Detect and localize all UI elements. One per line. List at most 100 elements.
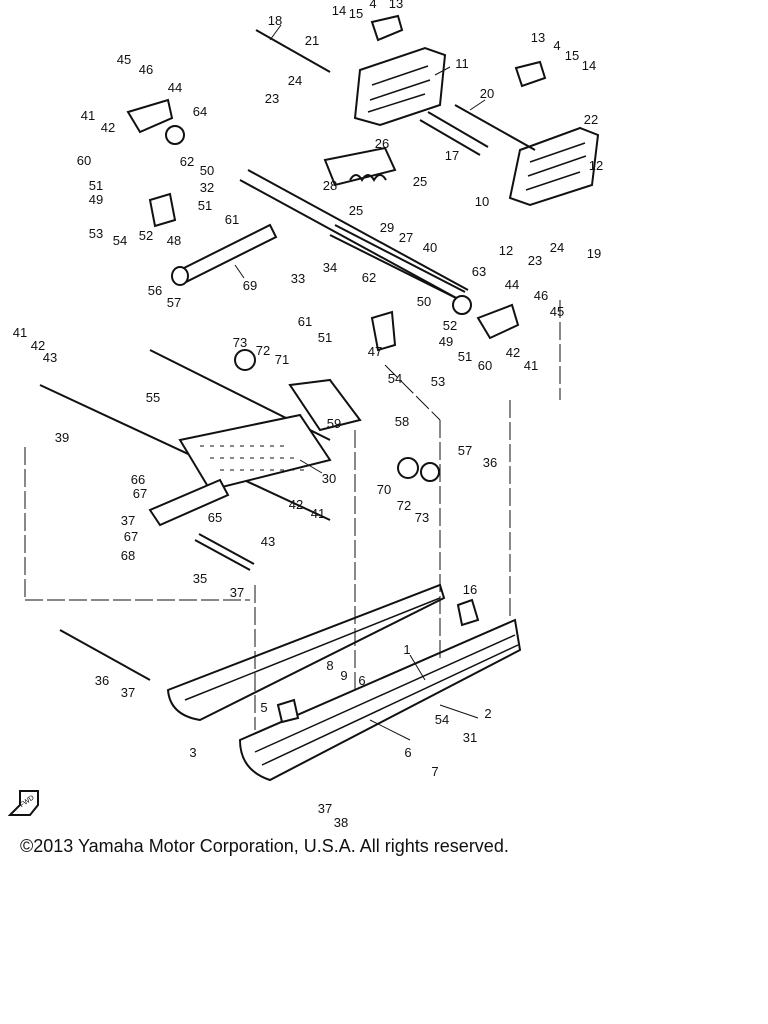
callout-45: 45 xyxy=(550,304,564,319)
callout-20: 20 xyxy=(480,86,494,101)
rear-arm-30 xyxy=(178,413,332,492)
callout-45: 45 xyxy=(117,52,131,67)
roller-73 xyxy=(234,349,256,371)
callout-10: 10 xyxy=(475,194,489,209)
parts-drawing xyxy=(24,14,600,782)
callout-30: 30 xyxy=(322,471,336,486)
callout-24: 24 xyxy=(550,240,564,255)
callout-41: 41 xyxy=(13,325,27,340)
callout-68: 68 xyxy=(121,548,135,563)
callout-71: 71 xyxy=(275,352,289,367)
callout-51: 51 xyxy=(458,349,472,364)
callout-16: 16 xyxy=(463,582,477,597)
arm-bracket-left xyxy=(126,98,174,134)
callout-42: 42 xyxy=(506,345,520,360)
callout-31: 31 xyxy=(463,730,477,745)
spring-coil xyxy=(349,174,387,182)
callout-34: 34 xyxy=(323,260,337,275)
rail-bracket-right-slots xyxy=(525,142,587,191)
shaft-35 xyxy=(194,533,255,571)
stopper-16 xyxy=(456,598,480,627)
callout-23: 23 xyxy=(265,91,279,106)
shaft-40 xyxy=(329,224,466,301)
callout-22: 22 xyxy=(584,112,598,127)
callout-58: 58 xyxy=(395,414,409,429)
pivot-block-47 xyxy=(370,310,397,352)
callout-42: 42 xyxy=(289,497,303,512)
stopper-block-left xyxy=(370,14,404,42)
callout-44: 44 xyxy=(505,277,519,292)
front-arm-shaft xyxy=(239,169,469,301)
callout-52: 52 xyxy=(139,228,153,243)
callout-65: 65 xyxy=(208,510,222,525)
callout-51: 51 xyxy=(89,178,103,193)
callout-70: 70 xyxy=(377,482,391,497)
spring-bracket-26 xyxy=(323,146,397,187)
callout-2: 2 xyxy=(484,706,491,721)
callout-32: 32 xyxy=(200,180,214,195)
shaft-18 xyxy=(255,29,331,73)
callout-54: 54 xyxy=(435,712,449,727)
roller-70 xyxy=(397,457,419,479)
callout-60: 60 xyxy=(478,358,492,373)
guide-lines xyxy=(24,300,561,730)
callout-14: 14 xyxy=(582,58,596,73)
roller-73b xyxy=(420,462,440,482)
callout-51: 51 xyxy=(198,198,212,213)
callout-50: 50 xyxy=(200,163,214,178)
callout-14: 14 xyxy=(332,3,346,18)
callout-46: 46 xyxy=(139,62,153,77)
callout-24: 24 xyxy=(288,73,302,88)
callout-43: 43 xyxy=(261,534,275,549)
callout-47: 47 xyxy=(368,344,382,359)
callout-37: 37 xyxy=(121,513,135,528)
callout-64: 64 xyxy=(193,104,207,119)
callout-54: 54 xyxy=(113,233,127,248)
callout-69: 69 xyxy=(243,278,257,293)
callout-43: 43 xyxy=(43,350,57,365)
leader-lines xyxy=(234,24,486,741)
callout-49: 49 xyxy=(439,334,453,349)
callout-73: 73 xyxy=(233,335,247,350)
callout-23: 23 xyxy=(528,253,542,268)
callout-37: 37 xyxy=(121,685,135,700)
callout-28: 28 xyxy=(323,178,337,193)
callout-4: 4 xyxy=(369,0,376,11)
callout-6: 6 xyxy=(358,673,365,688)
callout-63: 63 xyxy=(472,264,486,279)
callout-38: 38 xyxy=(334,815,348,830)
callout-51: 51 xyxy=(318,330,332,345)
callout-26: 26 xyxy=(375,136,389,151)
shaft-39 xyxy=(39,384,331,521)
callout-36: 36 xyxy=(483,455,497,470)
shock-eye xyxy=(171,266,189,286)
callout-15: 15 xyxy=(349,6,363,21)
callout-7: 7 xyxy=(431,764,438,779)
callout-57: 57 xyxy=(458,443,472,458)
callout-44: 44 xyxy=(168,80,182,95)
stopper-block-right xyxy=(514,60,547,88)
callout-25: 25 xyxy=(413,174,427,189)
callout-4: 4 xyxy=(553,38,560,53)
callout-13: 13 xyxy=(531,30,545,45)
arm-bracket-right xyxy=(476,303,520,340)
callout-41: 41 xyxy=(81,108,95,123)
callout-37: 37 xyxy=(318,801,332,816)
callout-52: 52 xyxy=(443,318,457,333)
callout-53: 53 xyxy=(431,374,445,389)
callout-49: 49 xyxy=(89,192,103,207)
callout-41: 41 xyxy=(311,506,325,521)
slide-rail-left xyxy=(166,583,446,722)
shock-absorber xyxy=(178,223,278,284)
callout-41: 41 xyxy=(524,358,538,373)
callout-46: 46 xyxy=(534,288,548,303)
callout-67: 67 xyxy=(133,486,147,501)
callout-6: 6 xyxy=(404,745,411,760)
link-65 xyxy=(148,478,230,527)
callout-9: 9 xyxy=(340,668,347,683)
callout-54: 54 xyxy=(388,371,402,386)
pivot-block-48 xyxy=(148,192,177,228)
callout-25: 25 xyxy=(349,203,363,218)
